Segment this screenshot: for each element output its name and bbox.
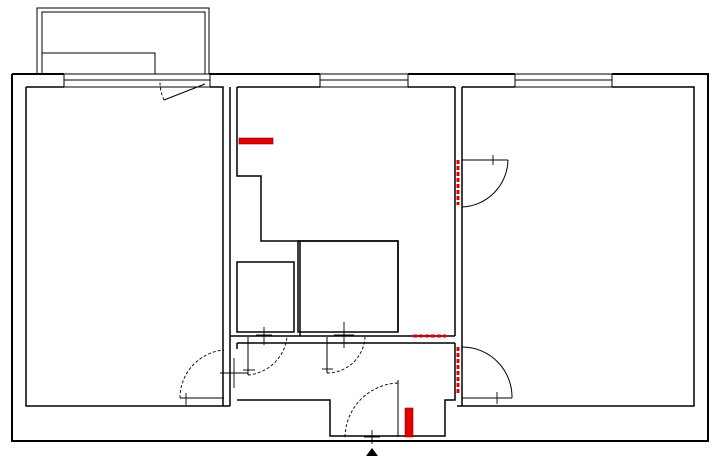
door-small-room-a	[243, 327, 288, 376]
window-right	[514, 73, 613, 88]
small-room-a	[236, 261, 295, 333]
door-small-room-b	[322, 322, 366, 374]
entrance-door	[344, 380, 399, 444]
door-right-lower	[461, 346, 513, 404]
balcony-door	[159, 79, 206, 101]
balcony	[36, 7, 210, 75]
outer-wall	[11, 73, 709, 442]
door-left-room	[179, 349, 248, 405]
red-marker-bottom	[404, 407, 414, 438]
window-center	[319, 73, 409, 88]
central-room-walls	[229, 87, 463, 406]
window-left	[63, 73, 211, 88]
red-marker-top	[238, 137, 274, 145]
door-right-upper	[461, 155, 509, 208]
corridor-walls	[229, 335, 456, 437]
triangle-up-icon	[366, 448, 378, 456]
small-room-b	[297, 240, 399, 333]
